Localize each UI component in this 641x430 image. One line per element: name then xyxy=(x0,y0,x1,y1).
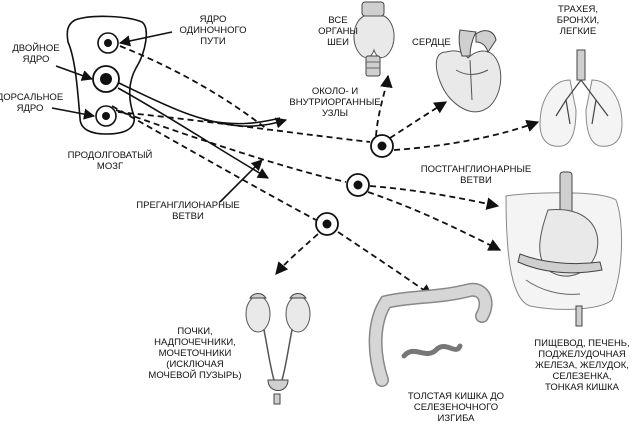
preganglionic-to-ganglion-3 xyxy=(111,105,317,221)
label-heart: СЕРДЦЕ xyxy=(412,37,451,48)
label-postganglionic-line: ПОСТГАНГЛИОНАРНЫЕ xyxy=(421,164,531,175)
label-digestive-line: ПОДЖЕЛУДОЧНАЯ xyxy=(538,349,626,360)
kidneys-illustration xyxy=(245,293,311,405)
label-neck-organs-line: ВСЕ xyxy=(328,15,347,26)
pointer-preganglionic xyxy=(219,159,263,203)
neck-organs-illustration xyxy=(353,1,395,77)
medulla-outline xyxy=(66,15,148,135)
label-ganglia-line: ВНУТРИОРГАННЫЕ xyxy=(289,97,380,108)
label-nucleus-dorsal-line: ЯДРО xyxy=(17,103,44,114)
fiber-to-ganglion-label xyxy=(203,117,281,125)
label-nucleus-ambiguus-line: ДВОЙНОЕ xyxy=(12,42,59,54)
label-lungs: ТРАХЕЯ,БРОНХИ,ЛЕГКИЕ xyxy=(557,4,599,37)
label-lungs-line: ТРАХЕЯ, xyxy=(558,4,598,15)
label-nucleus-solitary-line: ЯДРО xyxy=(200,14,227,25)
fiber-ambiguus-solid xyxy=(118,82,288,129)
label-medulla-line: ПРОДОЛГОВАТЫЙ xyxy=(68,149,153,161)
post-to-colon xyxy=(337,231,434,297)
label-nucleus-solitary-line: ПУТИ xyxy=(200,36,226,47)
ganglion-lower xyxy=(315,212,339,236)
pointer-ambiguus xyxy=(55,65,94,81)
label-digestive-line: ПИЩЕВОД, ПЕЧЕНЬ, xyxy=(534,338,629,349)
label-kidneys-line: МОЧЕВОЙ ПУЗЫРЬ) xyxy=(148,369,241,381)
label-nucleus-ambiguus-line: ЯДРО xyxy=(23,54,50,65)
label-digestive-line: СЕЛЕЗЕНКА, xyxy=(552,371,611,382)
nucleus-ambiguus-marker xyxy=(92,65,120,93)
preganglionic-solitary xyxy=(119,45,269,131)
label-preganglionic-line: ВЕТВИ xyxy=(172,211,204,222)
ganglion-middle xyxy=(346,173,370,197)
post-to-neck xyxy=(375,74,393,137)
label-kidneys-line: (ИСКЛЮЧАЯ xyxy=(166,359,224,370)
label-postganglionic-line: ВЕТВИ xyxy=(460,175,492,186)
label-neck-organs-line: ОРГАНЫ xyxy=(318,26,358,37)
pointer-dorsal xyxy=(51,107,96,120)
label-kidneys-line: ПОЧКИ, xyxy=(177,326,212,337)
label-kidneys-line: НАДПОЧЕЧНИКИ, xyxy=(154,337,236,348)
digestive-organs-illustration xyxy=(505,171,623,327)
post-to-digestive-2 xyxy=(367,191,502,251)
nucleus-dorsal-marker xyxy=(95,105,117,127)
ganglion-upper xyxy=(370,134,394,158)
nucleus-solitary-marker xyxy=(97,32,119,54)
post-to-lungs xyxy=(393,120,540,151)
label-nucleus-dorsal-line: ДОРСАЛЬНОЕ xyxy=(0,92,63,103)
preganglionic-to-ganglion-2 xyxy=(115,109,347,183)
label-digestive-line: ТОНКАЯ КИШКА xyxy=(545,382,620,393)
label-kidneys-line: МОЧЕТОЧНИКИ xyxy=(159,348,232,359)
label-ganglia-line: ОКОЛО- И xyxy=(312,86,359,97)
label-neck-organs-line: ШЕИ xyxy=(327,37,349,48)
label-medulla-line: МОЗГ xyxy=(97,161,123,172)
label-colon-line: ИЗГИБА xyxy=(438,413,476,424)
colon-illustration xyxy=(368,282,493,387)
label-colon-line: ТОЛСТАЯ КИШКА ДО xyxy=(408,391,504,402)
post-to-digestive-1 xyxy=(369,185,500,210)
label-nucleus-solitary-line: ОДИНОЧНОГО xyxy=(179,25,246,36)
lungs-illustration xyxy=(539,49,623,147)
post-to-heart xyxy=(389,101,448,139)
label-colon-line: СЕЛЕЗЕНОЧНОГО xyxy=(414,402,498,413)
pointer-solitary xyxy=(118,31,173,47)
label-ganglia-line: УЗЛЫ xyxy=(322,108,348,119)
preganglionic-to-ganglion-1 xyxy=(117,111,371,143)
label-lungs-line: ЛЕГКИЕ xyxy=(560,26,596,37)
label-lungs-line: БРОНХИ, xyxy=(557,15,599,26)
fiber-ambiguus-down xyxy=(117,87,269,179)
label-digestive-line: ЖЕЛЕЗА, ЖЕЛУДОК, xyxy=(535,360,629,371)
post-to-kidneys xyxy=(275,233,319,275)
heart-illustration xyxy=(435,29,502,113)
label-heart-line: СЕРДЦЕ xyxy=(412,37,451,48)
label-preganglionic-line: ПРЕГАНГЛИОНАРНЫЕ xyxy=(136,200,239,211)
